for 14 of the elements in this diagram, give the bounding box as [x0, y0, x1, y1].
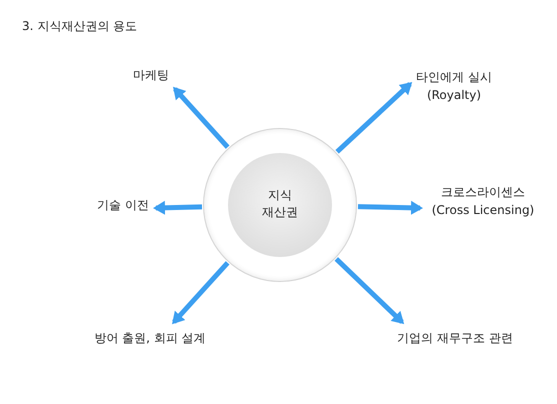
- node-label: 크로스라이센스 (Cross Licensing): [430, 184, 536, 219]
- node-label: 기업의 재무구조 관련: [396, 330, 514, 347]
- title: 3. 지식재산권의 용도: [22, 18, 138, 35]
- arrow: [358, 200, 423, 215]
- arrow: [172, 86, 230, 149]
- arrow: [172, 261, 230, 324]
- arrow: [335, 82, 412, 154]
- node-label: 방어 출원, 회피 설계: [93, 330, 207, 347]
- arrow: [153, 200, 202, 215]
- node-label: 기술 이전: [96, 197, 150, 214]
- node-label: 마케팅: [132, 67, 170, 84]
- node-label: 타인에게 실시 (Royalty): [415, 69, 493, 104]
- node-label: 지식 재산권: [261, 187, 299, 221]
- arrow: [334, 257, 404, 324]
